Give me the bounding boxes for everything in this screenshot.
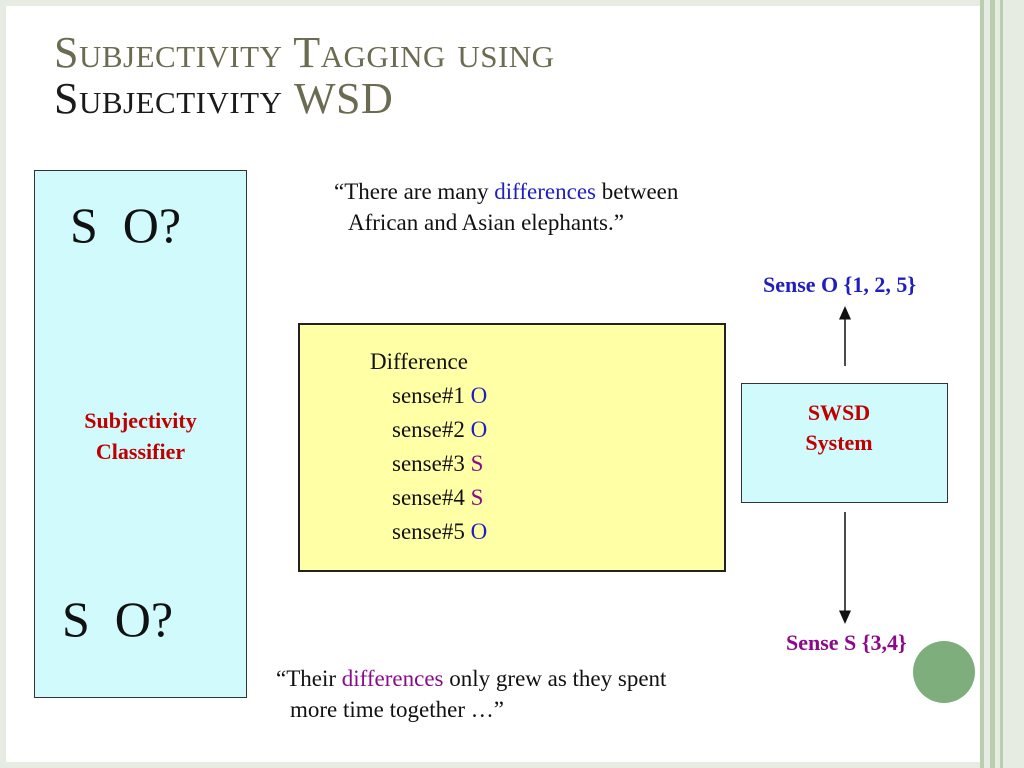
sense-item: sense#2 O bbox=[370, 413, 487, 447]
sense-label: S bbox=[470, 485, 484, 510]
sense-item: sense#5 O bbox=[370, 515, 487, 549]
slide-frame-top bbox=[0, 0, 980, 6]
slide-title: Subjectivity Tagging using Subjectivity … bbox=[54, 30, 555, 122]
quote1-after: between bbox=[596, 179, 679, 204]
title-line-1: Subjectivity Tagging using bbox=[54, 28, 555, 77]
classifier-label-line-1: Subjectivity bbox=[84, 408, 197, 433]
classifier-label-line-2: Classifier bbox=[95, 439, 186, 464]
classifier-bottom-question: S O? bbox=[62, 591, 174, 647]
example-sentence-1: “There are many differences between Afri… bbox=[334, 176, 678, 238]
sense-name: sense#1 bbox=[392, 383, 465, 408]
sense-label: O bbox=[470, 383, 488, 408]
sense-list: Difference sense#1 O sense#2 O sense#3 S… bbox=[370, 345, 487, 549]
title-line-2: Subjectivity WSD bbox=[54, 76, 555, 122]
quote2-after: only grew as they spent bbox=[443, 666, 667, 691]
swsd-system-label: SWSD System bbox=[741, 398, 937, 458]
sense-word: Difference bbox=[370, 349, 468, 374]
quote1-before: “There are many bbox=[334, 179, 495, 204]
swsd-label-line-1: SWSD bbox=[807, 400, 871, 425]
quote1-keyword: differences bbox=[494, 179, 597, 204]
swsd-label-line-2: System bbox=[805, 430, 873, 455]
sense-item: sense#1 O bbox=[370, 379, 487, 413]
classifier-top-question: S O? bbox=[70, 197, 182, 253]
example-sentence-2-line-1: “Their differences only grew as they spe… bbox=[276, 663, 666, 694]
title-line-2-part-1: Subjectivity bbox=[54, 74, 283, 123]
sense-label: O bbox=[470, 519, 488, 544]
slide-frame-stripe bbox=[1000, 0, 1003, 768]
quote2-before: “Their bbox=[276, 666, 342, 691]
slide-frame-left bbox=[0, 0, 6, 768]
classifier-label: Subjectivity Classifier bbox=[34, 405, 247, 467]
sense-inventory-box bbox=[298, 323, 726, 572]
subjective-senses-output: Sense S {3,4} bbox=[786, 630, 907, 655]
quote2-keyword: differences bbox=[341, 666, 444, 691]
sense-label: S bbox=[470, 451, 484, 476]
slide-frame-bottom bbox=[0, 762, 980, 768]
example-sentence-2-line-2: more time together …” bbox=[290, 697, 504, 722]
sense-item: sense#4 S bbox=[370, 481, 487, 515]
example-sentence-1-line-2: African and Asian elephants.” bbox=[348, 210, 624, 235]
slide-frame-stripe bbox=[990, 0, 995, 768]
slide-frame-stripe bbox=[980, 0, 984, 768]
decorative-circle bbox=[913, 641, 975, 703]
sense-name: sense#2 bbox=[392, 417, 465, 442]
example-sentence-2: “Their differences only grew as they spe… bbox=[276, 663, 666, 725]
subjectivity-classifier-box bbox=[34, 170, 247, 698]
sense-label: O bbox=[470, 417, 488, 442]
sense-name: sense#5 bbox=[392, 519, 465, 544]
sense-name: sense#4 bbox=[392, 485, 465, 510]
sense-name: sense#3 bbox=[392, 451, 465, 476]
sense-item: sense#3 S bbox=[370, 447, 487, 481]
swsd-system-box bbox=[741, 383, 948, 503]
title-line-2-part-2: WSD bbox=[294, 74, 394, 123]
example-sentence-1-line-1: “There are many differences between bbox=[334, 176, 678, 207]
objective-senses-output: Sense O {1, 2, 5} bbox=[763, 272, 917, 297]
